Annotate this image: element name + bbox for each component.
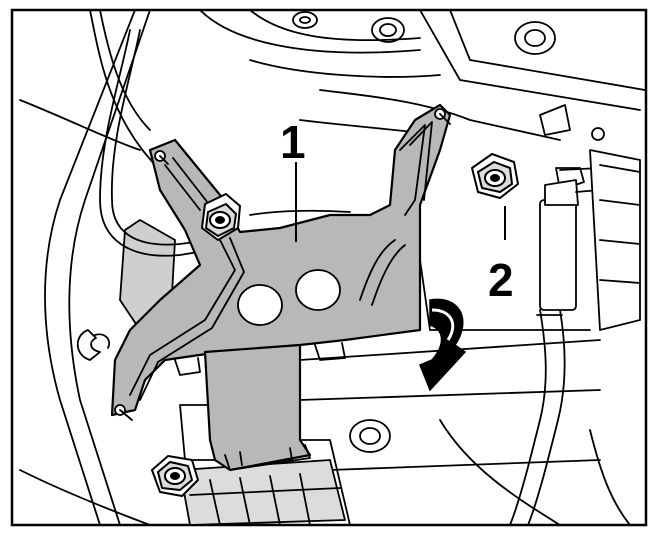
lower-mounting-block: [179, 459, 346, 524]
electrical-connector: [509, 167, 601, 524]
cable-clip: [76, 329, 110, 361]
bracket-lower-plate: [203, 343, 312, 472]
bolt-studs: [114, 108, 451, 421]
right-side-panel: [539, 104, 641, 331]
mounting-bracket: [110, 103, 452, 417]
wire-harness: [99, 29, 351, 257]
hex-nut-icon: [151, 455, 199, 497]
callout-1: 1: [280, 116, 306, 168]
callout-2: 2: [488, 254, 514, 306]
hex-nut-icon: [471, 153, 519, 199]
hex-nut-icon: [201, 193, 241, 241]
curved-arrow-icon: [419, 298, 467, 392]
